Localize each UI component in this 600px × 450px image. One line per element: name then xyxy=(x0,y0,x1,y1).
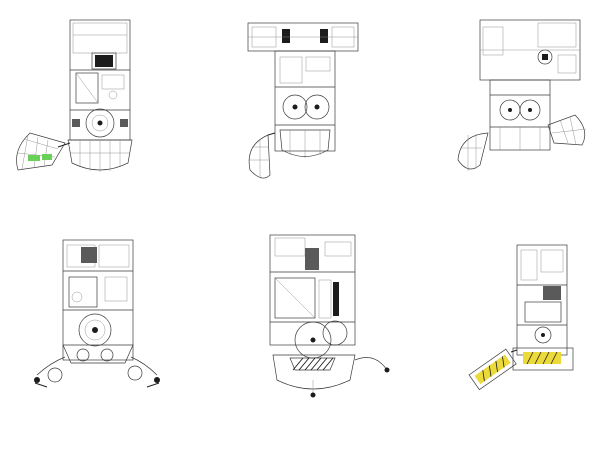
plan-d-drawing xyxy=(34,239,160,388)
plan-a-drawing xyxy=(16,19,133,172)
machine-plan-f xyxy=(465,240,585,400)
machine-plan-a xyxy=(10,15,145,180)
plan-f-drawing xyxy=(468,244,574,391)
machine-plan-b xyxy=(240,15,365,185)
plan-c-drawing xyxy=(457,19,587,171)
plan-e-drawing xyxy=(269,234,390,398)
plan-b-drawing xyxy=(247,22,359,179)
machine-plan-d xyxy=(25,235,170,400)
machine-plan-c xyxy=(450,15,590,180)
machine-plan-e xyxy=(255,230,395,405)
